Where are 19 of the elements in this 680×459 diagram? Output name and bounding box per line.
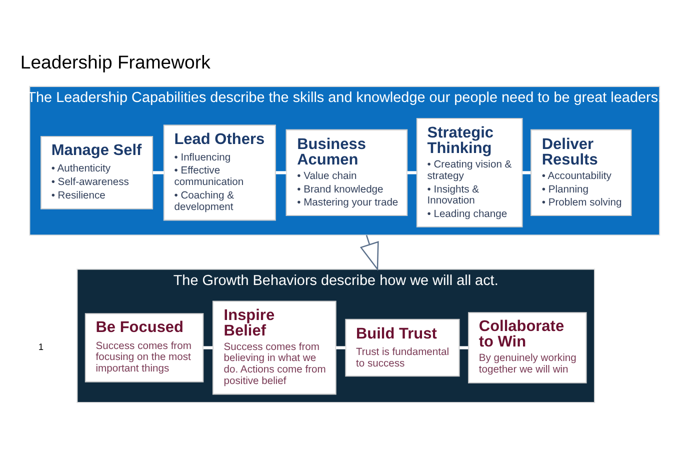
node-box: Deliver Results • Accountability • Planning • Problem solving [530, 128, 632, 216]
connector [459, 346, 468, 349]
arrow [359, 234, 378, 271]
node-box: Build Trust Trust is fundamental to success [344, 318, 460, 376]
diagram-title: Leadership Framework [20, 50, 210, 72]
node-box: Collaborate to Win By genuinely working together we will win [468, 312, 586, 383]
label: 1 [38, 342, 44, 352]
connector [335, 346, 346, 349]
connector [202, 346, 212, 349]
connector [152, 170, 164, 174]
node-box: Strategic Thinking • Creating vision & strategy • Insights & Innovation • Leading change [416, 117, 522, 227]
node-box: Be Focused Success comes from focusing on the most important things [84, 312, 204, 382]
node-box: Business Acumen • Value chain • Brand knowledge • Mastering your trade [285, 128, 408, 216]
node-box: Inspire Belief Success comes from believing in what we do. Actions come from positive belief [212, 300, 336, 394]
connector [275, 170, 286, 174]
connector [522, 170, 530, 174]
node-box: Manage Self • Authenticity • Self-awareness • Resilience [40, 136, 153, 209]
node-box: Lead Others • Influencing • Effective communication • Coaching & development [162, 124, 276, 220]
connector [406, 170, 416, 174]
